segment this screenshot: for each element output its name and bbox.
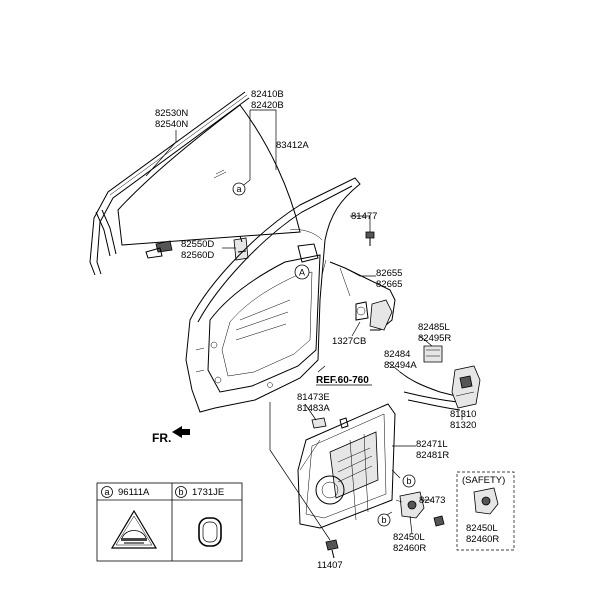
label-82460R-safety: 82460R bbox=[466, 534, 499, 545]
svg-text:a: a bbox=[104, 487, 109, 497]
label-11407: 11407 bbox=[317, 560, 343, 571]
svg-text:b: b bbox=[178, 487, 183, 497]
label-82450L-safety: 82450L bbox=[466, 523, 498, 534]
warning-label-icon bbox=[110, 509, 158, 549]
legend-table: a 96111A b 1731JE bbox=[96, 482, 243, 562]
label-82471L: 82471L bbox=[416, 439, 448, 450]
glass-channel-bracket bbox=[233, 235, 249, 261]
door-latch bbox=[451, 365, 481, 409]
inside-handle bbox=[423, 345, 443, 363]
safety-box: (SAFETY) 82450L 82460R bbox=[456, 471, 515, 551]
label-81320: 81320 bbox=[450, 420, 476, 431]
label-82560D: 82560D bbox=[181, 250, 214, 261]
door-cable bbox=[399, 371, 461, 411]
front-direction-indicator: FR. bbox=[152, 426, 190, 445]
label-safety: (SAFETY) bbox=[462, 475, 505, 486]
label-81483A: 81483A bbox=[297, 403, 330, 414]
arrow-icon bbox=[172, 426, 190, 438]
leader-lines bbox=[145, 109, 463, 541]
window-regulator-module bbox=[297, 403, 396, 529]
callout-b-upper: b bbox=[402, 474, 416, 488]
svg-text:b: b bbox=[381, 515, 386, 525]
label-82410B: 82410B bbox=[251, 89, 284, 100]
label-82550D: 82550D bbox=[181, 239, 214, 250]
label-83412A: 83412A bbox=[276, 140, 309, 151]
glass-run-channel bbox=[89, 91, 250, 276]
trim-clip bbox=[311, 417, 327, 429]
label-ref: REF.60-760 bbox=[316, 375, 369, 386]
label-82494A: 82494A bbox=[384, 360, 417, 371]
screw-82473 bbox=[433, 515, 445, 527]
label-82540N: 82540N bbox=[155, 119, 188, 130]
door-glass bbox=[117, 104, 301, 259]
label-82450L: 82450L bbox=[393, 532, 425, 543]
label-82484: 82484 bbox=[384, 349, 410, 360]
label-81473E: 81473E bbox=[297, 392, 330, 403]
label-fr: FR. bbox=[152, 431, 171, 445]
window-motor bbox=[395, 491, 425, 519]
bolt-81477 bbox=[365, 231, 375, 246]
label-82495R: 82495R bbox=[418, 333, 451, 344]
label-1327CB: 1327CB bbox=[332, 336, 366, 347]
legend-code-b: 1731JE bbox=[192, 487, 224, 498]
callout-A: A bbox=[294, 264, 310, 280]
door-panel bbox=[185, 177, 361, 413]
label-82420B: 82420B bbox=[251, 100, 284, 111]
svg-text:b: b bbox=[406, 476, 411, 486]
callout-a: a bbox=[232, 182, 246, 196]
label-82460R: 82460R bbox=[393, 543, 426, 554]
label-82665: 82665 bbox=[376, 279, 402, 290]
label-81477: 81477 bbox=[351, 211, 377, 222]
svg-text:a: a bbox=[236, 184, 241, 194]
label-82473: 82473 bbox=[419, 495, 445, 506]
svg-text:A: A bbox=[299, 268, 305, 278]
screw-11407 bbox=[325, 539, 339, 559]
label-82530N: 82530N bbox=[155, 108, 188, 119]
label-82655: 82655 bbox=[376, 268, 402, 279]
label-81310: 81310 bbox=[450, 409, 476, 420]
label-82485L: 82485L bbox=[418, 322, 450, 333]
legend-code-a: 96111A bbox=[118, 487, 150, 498]
callout-b-lower: b bbox=[377, 513, 391, 527]
label-82481R: 82481R bbox=[416, 450, 449, 461]
grommet-icon bbox=[198, 517, 222, 547]
